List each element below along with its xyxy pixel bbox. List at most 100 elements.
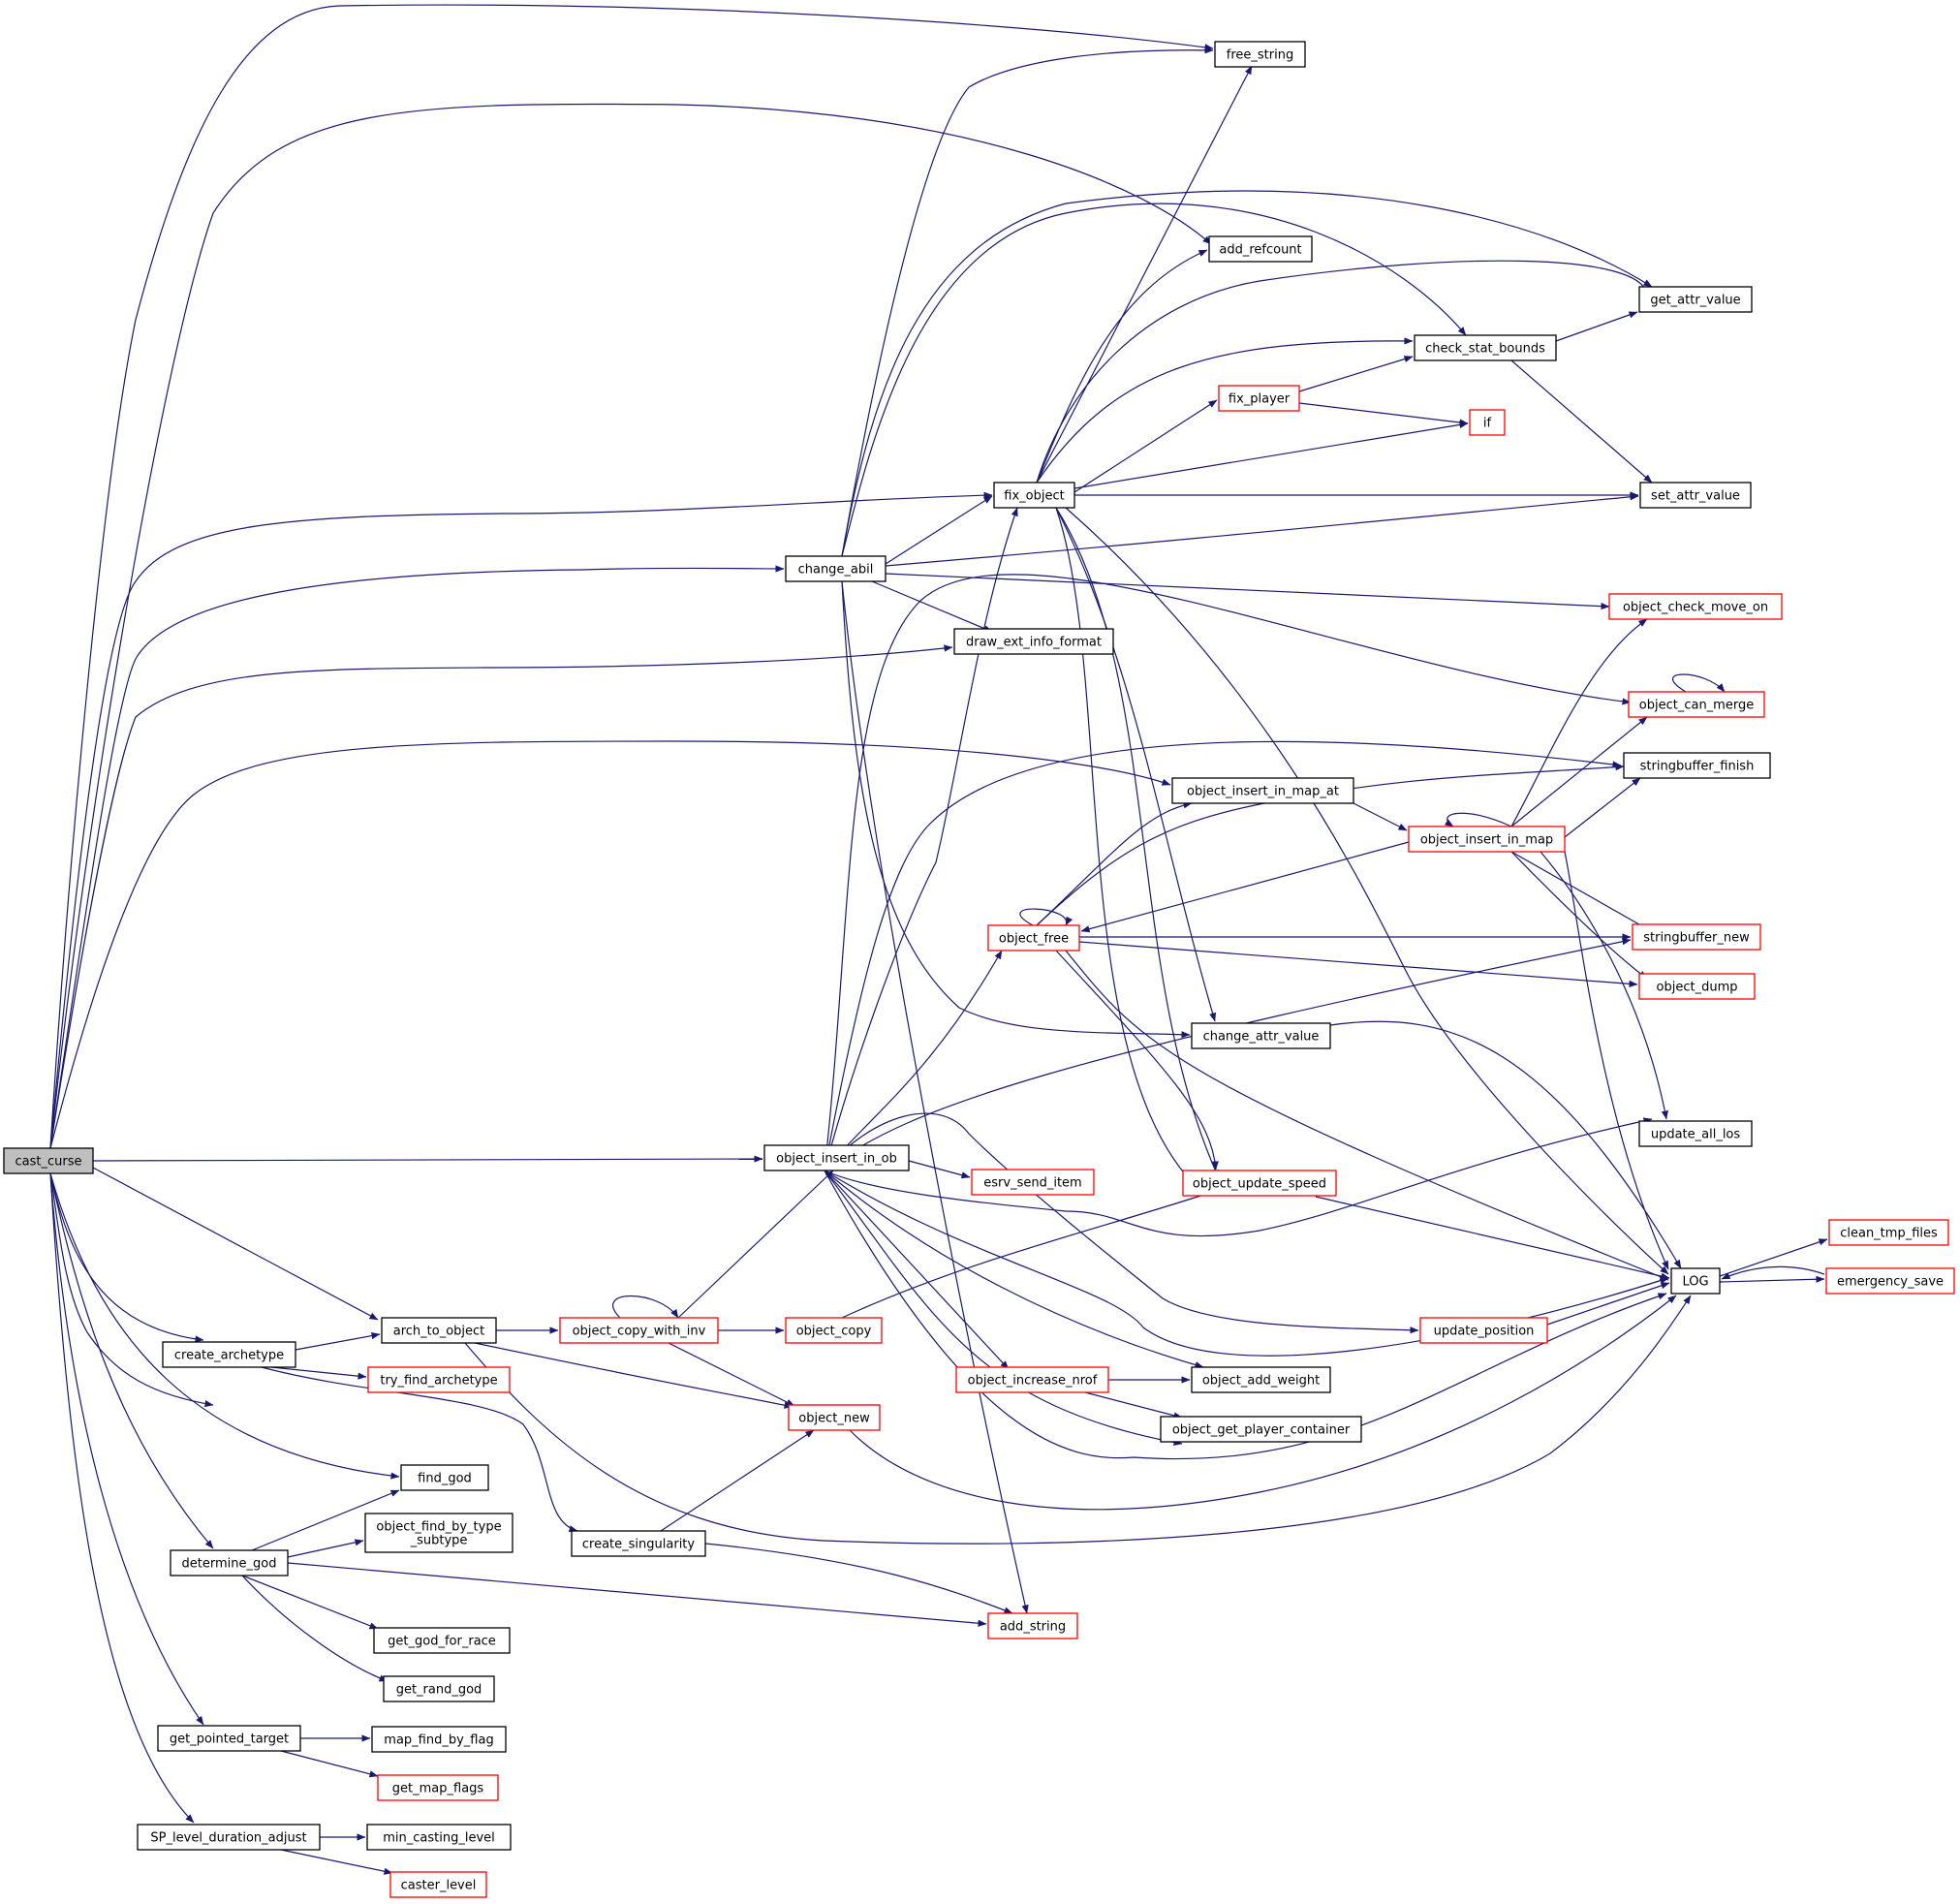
node-if[interactable]: if: [1469, 409, 1506, 436]
node-add-string[interactable]: add_string: [987, 1612, 1078, 1639]
node-clean-tmp-files[interactable]: clean_tmp_files: [1828, 1219, 1949, 1246]
node-get-god-for-race[interactable]: get_god_for_race: [373, 1627, 511, 1654]
node-box[interactable]: [3, 1147, 94, 1174]
node-object-copy-with-inv[interactable]: object_copy_with_inv: [559, 1317, 719, 1344]
node-get-attr-value[interactable]: get_attr_value: [1638, 286, 1753, 313]
node-box[interactable]: [785, 1317, 883, 1344]
node-object-add-weight[interactable]: object_add_weight: [1191, 1366, 1331, 1393]
node-update-all-los[interactable]: update_all_los: [1638, 1120, 1753, 1147]
node-box[interactable]: [1171, 777, 1354, 804]
node-box[interactable]: [788, 1404, 881, 1431]
node-object-free[interactable]: object_free: [987, 924, 1080, 952]
node-stringbuffer-finish[interactable]: stringbuffer_finish: [1623, 752, 1771, 779]
node-change-attr-value[interactable]: change_attr_value: [1191, 1022, 1331, 1049]
node-box[interactable]: [1638, 973, 1756, 1000]
node-object-insert-in-ob[interactable]: object_insert_in_ob: [763, 1144, 910, 1171]
node-box[interactable]: [400, 1464, 489, 1491]
node-draw-ext-info-format[interactable]: draw_ext_info_format: [953, 628, 1114, 655]
node-box[interactable]: [157, 1725, 301, 1752]
node-check-stat-bounds[interactable]: check_stat_bounds: [1414, 334, 1557, 361]
node-box[interactable]: [1628, 691, 1765, 718]
node-box[interactable]: [389, 1871, 487, 1898]
node-box[interactable]: [1408, 826, 1566, 853]
node-box[interactable]: [785, 555, 887, 582]
node-LOG[interactable]: LOG: [1670, 1267, 1721, 1295]
node-box[interactable]: [987, 924, 1080, 952]
node-box[interactable]: [971, 1169, 1095, 1196]
node-box[interactable]: [1218, 385, 1300, 412]
node-box[interactable]: [1608, 593, 1783, 620]
node-change-abil[interactable]: change_abil: [785, 555, 887, 582]
node-box[interactable]: [559, 1317, 719, 1344]
node-set-attr-value[interactable]: set_attr_value: [1639, 482, 1752, 509]
node-fix-player[interactable]: fix_player: [1218, 385, 1300, 412]
node-box[interactable]: [366, 1824, 512, 1851]
node-create-archetype[interactable]: create_archetype: [162, 1341, 296, 1368]
node-box[interactable]: [1191, 1366, 1331, 1393]
node-free-string[interactable]: free_string: [1214, 41, 1306, 68]
node-box[interactable]: [1191, 1022, 1331, 1049]
node-determine-god[interactable]: determine_god: [170, 1549, 289, 1576]
node-create-singularity[interactable]: create_singularity: [571, 1530, 706, 1557]
node-object-new[interactable]: object_new: [788, 1404, 881, 1431]
node-box[interactable]: [1638, 286, 1753, 313]
node-box[interactable]: [1214, 41, 1306, 68]
node-box[interactable]: [1419, 1317, 1548, 1344]
node-box[interactable]: [1638, 1120, 1753, 1147]
node-object-copy[interactable]: object_copy: [785, 1317, 883, 1344]
node-box[interactable]: [1632, 923, 1761, 951]
node-box[interactable]: [1414, 334, 1557, 361]
node-box[interactable]: [371, 1726, 507, 1753]
node-box[interactable]: [1825, 1267, 1955, 1295]
node-min-casting-level[interactable]: min_casting_level: [366, 1824, 512, 1851]
node-box[interactable]: [955, 1366, 1109, 1393]
node-box[interactable]: [1639, 482, 1752, 509]
node-object-get-player-container[interactable]: object_get_player_container: [1160, 1416, 1362, 1443]
node-fix-object[interactable]: fix_object: [993, 482, 1075, 509]
node-object-update-speed[interactable]: object_update_speed: [1182, 1170, 1337, 1197]
node-object-can-merge[interactable]: object_can_merge: [1628, 691, 1765, 718]
node-object-insert-in-map[interactable]: object_insert_in_map: [1408, 826, 1566, 853]
node-box[interactable]: [1182, 1170, 1337, 1197]
node-box[interactable]: [1469, 409, 1506, 436]
node-map-find-by-flag[interactable]: map_find_by_flag: [371, 1726, 507, 1753]
node-box[interactable]: [162, 1341, 296, 1368]
node-box[interactable]: [1208, 235, 1313, 263]
node-object-find-by-type-subtype[interactable]: object_find_by_type_subtype: [364, 1513, 513, 1553]
node-box[interactable]: [383, 1675, 495, 1702]
node-get-map-flags[interactable]: get_map_flags: [377, 1774, 499, 1801]
node-box[interactable]: [987, 1612, 1078, 1639]
node-box[interactable]: [1670, 1267, 1721, 1295]
node-get-rand-god[interactable]: get_rand_god: [383, 1675, 495, 1702]
node-add-refcount[interactable]: add_refcount: [1208, 235, 1313, 263]
node-find-god[interactable]: find_god: [400, 1464, 489, 1491]
node-object-increase-nrof[interactable]: object_increase_nrof: [955, 1366, 1109, 1393]
node-box[interactable]: [137, 1824, 321, 1851]
node-esrv-send-item[interactable]: esrv_send_item: [971, 1169, 1095, 1196]
node-box[interactable]: [373, 1627, 511, 1654]
node-caster-level[interactable]: caster_level: [389, 1871, 487, 1898]
node-box[interactable]: [1160, 1416, 1362, 1443]
node-box[interactable]: [367, 1366, 511, 1393]
node-box[interactable]: [993, 482, 1075, 509]
node-box[interactable]: [170, 1549, 289, 1576]
node-stringbuffer-new[interactable]: stringbuffer_new: [1632, 923, 1761, 951]
node-box[interactable]: [364, 1513, 513, 1553]
node-box[interactable]: [377, 1774, 499, 1801]
node-box[interactable]: [381, 1317, 497, 1344]
node-try-find-archetype[interactable]: try_find_archetype: [367, 1366, 511, 1393]
node-object-check-move-on[interactable]: object_check_move_on: [1608, 593, 1783, 620]
node-update-position[interactable]: update_position: [1419, 1317, 1548, 1344]
node-box[interactable]: [1623, 752, 1771, 779]
node-get-pointed-target[interactable]: get_pointed_target: [157, 1725, 301, 1752]
node-box[interactable]: [1828, 1219, 1949, 1246]
node-object-dump[interactable]: object_dump: [1638, 973, 1756, 1000]
node-SP-level-duration-adjust[interactable]: SP_level_duration_adjust: [137, 1824, 321, 1851]
node-arch-to-object[interactable]: arch_to_object: [381, 1317, 497, 1344]
node-cast-curse[interactable]: cast_curse: [3, 1147, 94, 1174]
node-box[interactable]: [953, 628, 1114, 655]
node-emergency-save[interactable]: emergency_save: [1825, 1267, 1955, 1295]
node-box[interactable]: [763, 1144, 910, 1171]
node-box[interactable]: [571, 1530, 706, 1557]
node-object-insert-in-map-at[interactable]: object_insert_in_map_at: [1171, 777, 1354, 804]
